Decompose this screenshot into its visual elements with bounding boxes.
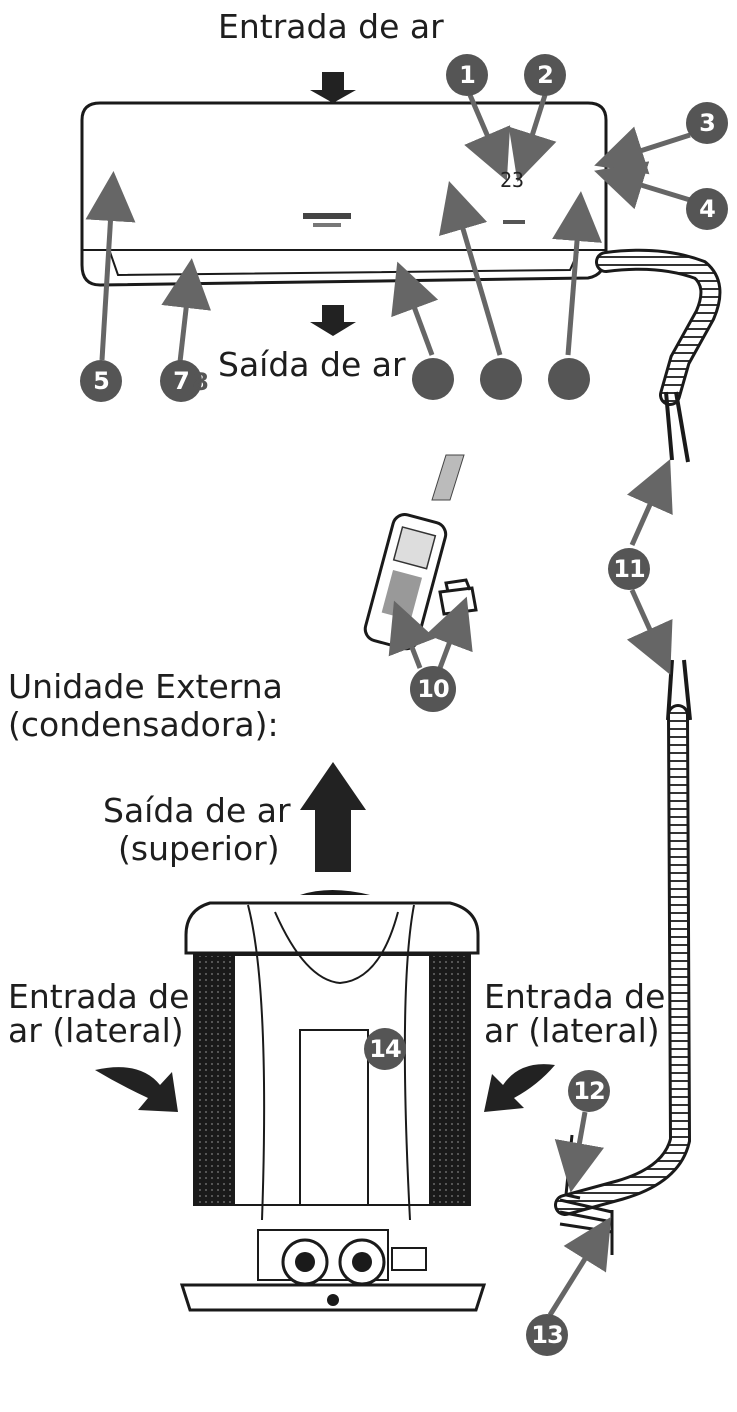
indoor-air-out-arrow bbox=[310, 305, 356, 336]
airflow-arrows bbox=[95, 72, 555, 1112]
callout-13: 13 bbox=[526, 1314, 568, 1356]
connection-hose bbox=[554, 248, 722, 1255]
callout-8: 8 bbox=[192, 368, 209, 396]
callout-pointers bbox=[85, 94, 691, 1317]
outdoor-air-outlet-label: Saída de ar bbox=[103, 791, 291, 830]
outdoor-unit-subtitle: (condensadora): bbox=[8, 705, 279, 744]
outdoor-unit bbox=[179, 890, 487, 1312]
indoor-air-outlet-label: Saída de ar bbox=[218, 345, 406, 384]
indoor-air-inlet-label: Entrada de ar bbox=[218, 7, 444, 46]
brand-logo bbox=[303, 213, 351, 219]
callout-10: 10 bbox=[410, 666, 456, 712]
callout-blank-3 bbox=[548, 358, 590, 400]
callout-12: 12 bbox=[568, 1070, 610, 1112]
right-air-inlet-sub-label: ar (lateral) bbox=[484, 1011, 660, 1050]
callout-5: 5 bbox=[80, 360, 122, 402]
callout-4: 4 bbox=[686, 188, 728, 230]
left-air-in-arrow bbox=[95, 1067, 178, 1112]
callout-11: 11 bbox=[608, 548, 650, 590]
callout-blank-1 bbox=[412, 358, 454, 400]
temperature-display: 23 bbox=[500, 168, 525, 192]
remote-holder bbox=[438, 578, 478, 616]
callout-3: 3 bbox=[686, 102, 728, 144]
callout-2: 2 bbox=[524, 54, 566, 96]
outdoor-air-outlet-sub-label: (superior) bbox=[118, 829, 280, 868]
indoor-air-in-arrow bbox=[310, 72, 356, 103]
left-air-inlet-sub-label: ar (lateral) bbox=[8, 1011, 184, 1050]
right-air-inlet-label: Entrada de bbox=[484, 977, 666, 1016]
outdoor-air-out-arrow bbox=[300, 762, 366, 872]
callout-blank-2 bbox=[480, 358, 522, 400]
callout-14: 14 bbox=[364, 1028, 406, 1070]
indoor-unit bbox=[80, 101, 608, 287]
left-air-inlet-label: Entrada de bbox=[8, 977, 190, 1016]
callout-7: 7 bbox=[160, 360, 202, 402]
remote-control bbox=[363, 454, 465, 651]
outdoor-unit-title: Unidade Externa bbox=[8, 667, 283, 706]
right-air-in-arrow bbox=[484, 1064, 555, 1112]
callout-1: 1 bbox=[446, 54, 488, 96]
